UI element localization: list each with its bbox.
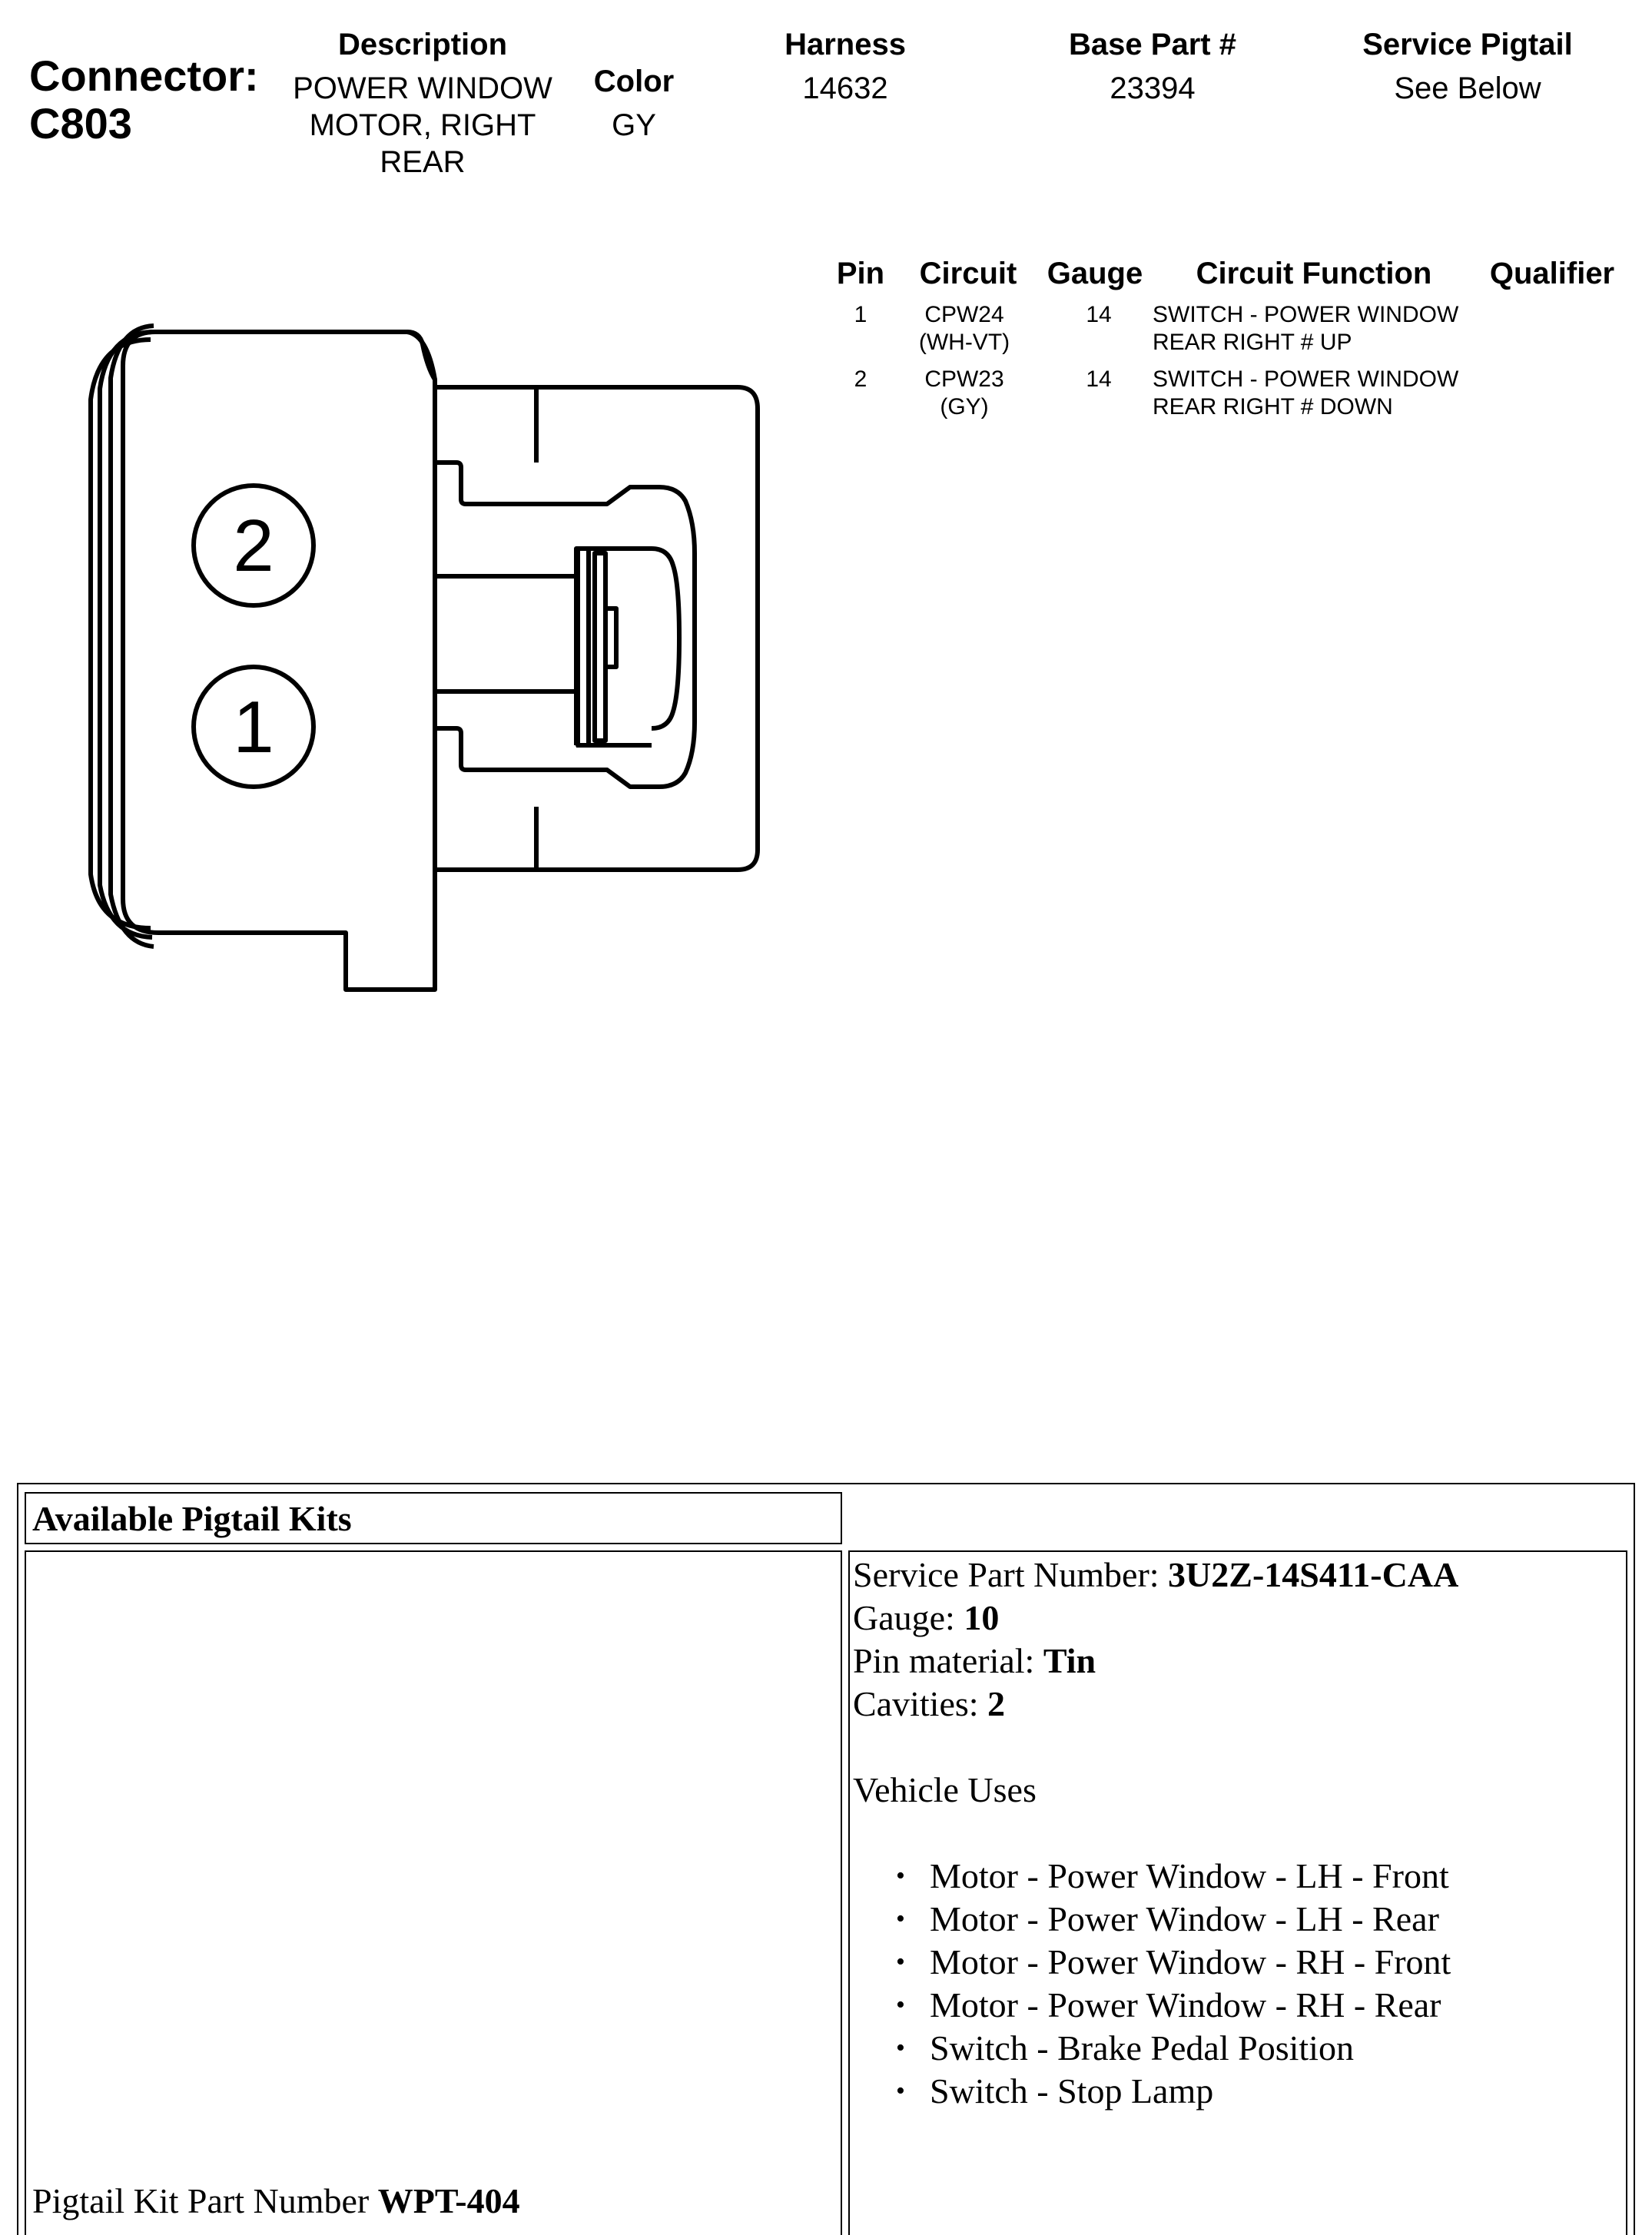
pin-2-label: 2	[233, 505, 274, 587]
cavities-label: Cavities:	[853, 1684, 988, 1723]
service-pigtail-label: Service Pigtail	[1362, 28, 1573, 61]
circuit-function-header: Circuit Function	[1196, 257, 1432, 290]
connector-latch-channel	[435, 460, 697, 789]
pigtail-kits-table	[17, 1483, 1635, 2235]
pigtail-details: Service Part Number: 3U2Z-14S411-CAA Gau…	[853, 1554, 1614, 2113]
pin-2-circuit: CPW23 (GY)	[899, 366, 1030, 421]
pin-1-circuit: CPW24 (WH-VT)	[899, 301, 1030, 356]
connector-body	[121, 330, 760, 992]
pin-1-gauge: 14	[1086, 302, 1112, 327]
qualifier-header: Qualifier	[1489, 257, 1615, 290]
pin-material-value: Tin	[1043, 1641, 1096, 1680]
color-column: Color GY	[569, 65, 699, 144]
connector-label: Connector:	[29, 51, 259, 100]
pigtail-kit-number-label: Pigtail Kit Part Number	[32, 2181, 378, 2220]
gauge-header: Gauge	[1047, 257, 1143, 290]
pin-2-circuit-color: (GY)	[940, 394, 989, 419]
connector-title: Connector: C803	[29, 52, 259, 148]
harness-label: Harness	[785, 28, 906, 61]
connector-outline-layer-2	[98, 330, 153, 940]
pigtail-kit-number-line: Pigtail Kit Part Number WPT-404	[32, 2180, 520, 2223]
description-label: Description	[337, 28, 508, 61]
connector-id: C803	[29, 99, 132, 148]
base-part-label: Base Part #	[1069, 28, 1236, 61]
harness-column: Harness 14632	[738, 28, 953, 107]
service-pigtail-value: See Below	[1394, 71, 1541, 105]
gauge-line: Gauge: 10	[853, 1597, 1614, 1640]
list-item: Switch - Stop Lamp	[879, 2070, 1614, 2113]
pin-material-line: Pin material: Tin	[853, 1640, 1614, 1683]
pin-2-function-line2: REAR RIGHT # DOWN	[1153, 394, 1393, 419]
pin-2-circle	[191, 483, 316, 608]
cavities-value: 2	[987, 1684, 1006, 1723]
list-item: Motor - Power Window - LH - Front	[879, 1855, 1614, 1898]
pin-2-circuit-id: CPW23	[924, 366, 1004, 392]
connector-outline-layer-3	[108, 323, 154, 949]
pigtail-kit-number-cell: Pigtail Kit Part Number WPT-404	[25, 1550, 842, 2235]
circuit-header: Circuit	[919, 257, 1017, 290]
pin-header: Pin	[836, 257, 885, 290]
connector-flange	[406, 330, 437, 380]
pigtail-kit-number: WPT-404	[377, 2181, 520, 2220]
connector-latch-tab-rim	[576, 546, 591, 748]
pin-2-function-line1: SWITCH - POWER WINDOW	[1153, 366, 1459, 392]
list-item: Motor - Power Window - RH - Front	[879, 1941, 1614, 1984]
pin-1-number: 1	[854, 302, 867, 327]
pin-1-circuit-id: CPW24	[924, 302, 1004, 327]
connector-latch-inner	[435, 546, 682, 731]
pigtail-kits-title: Available Pigtail Kits	[32, 1499, 352, 1538]
pin-1-label: 1	[233, 686, 274, 768]
pigtail-kits-title-cell: Available Pigtail Kits	[25, 1492, 842, 1544]
pin-2-function: SWITCH - POWER WINDOW REAR RIGHT # DOWN	[1153, 366, 1491, 421]
base-part-value: 23394	[1110, 71, 1196, 105]
list-item: Motor - Power Window - LH - Rear	[879, 1898, 1614, 1941]
pin-1-circuit-color: (WH-VT)	[918, 330, 1010, 355]
service-pigtail-column: Service Pigtail See Below	[1322, 28, 1614, 107]
connector-face-diagram: 2 1	[88, 323, 760, 992]
base-part-column: Base Part # 23394	[1030, 28, 1275, 107]
pin-1-function: SWITCH - POWER WINDOW REAR RIGHT # UP	[1153, 301, 1491, 356]
vehicle-uses-list: Motor - Power Window - LH - Front Motor …	[879, 1855, 1614, 2113]
pin-2-number: 2	[854, 366, 867, 392]
pin-1-function-line2: REAR RIGHT # UP	[1153, 330, 1352, 355]
connector-key-notch	[603, 606, 619, 669]
color-value: GY	[612, 108, 656, 142]
pin-2-gauge: 14	[1086, 366, 1112, 392]
vehicle-uses-title: Vehicle Uses	[853, 1770, 1037, 1809]
description-value: POWER WINDOW MOTOR, RIGHT REAR	[293, 71, 552, 179]
color-label: Color	[593, 65, 675, 98]
service-part-label: Service Part Number:	[853, 1555, 1169, 1594]
list-item: Switch - Brake Pedal Position	[879, 2027, 1614, 2070]
gauge-label: Gauge:	[853, 1598, 964, 1637]
pin-material-label: Pin material:	[853, 1641, 1043, 1680]
harness-value: 14632	[802, 71, 888, 105]
description-column: Description POWER WINDOW MOTOR, RIGHT RE…	[277, 28, 569, 181]
connector-latch-lower	[433, 576, 576, 694]
service-part-number: 3U2Z-14S411-CAA	[1168, 1555, 1459, 1594]
service-part-line: Service Part Number: 3U2Z-14S411-CAA	[853, 1554, 1614, 1597]
pin-1-circle	[191, 665, 316, 789]
pigtail-details-cell: Service Part Number: 3U2Z-14S411-CAA Gau…	[848, 1550, 1627, 2235]
list-item: Motor - Power Window - RH - Rear	[879, 1984, 1614, 2027]
pin-1-function-line1: SWITCH - POWER WINDOW	[1153, 302, 1459, 327]
gauge-value: 10	[964, 1598, 1000, 1637]
cavities-line: Cavities: 2	[853, 1683, 1614, 1726]
